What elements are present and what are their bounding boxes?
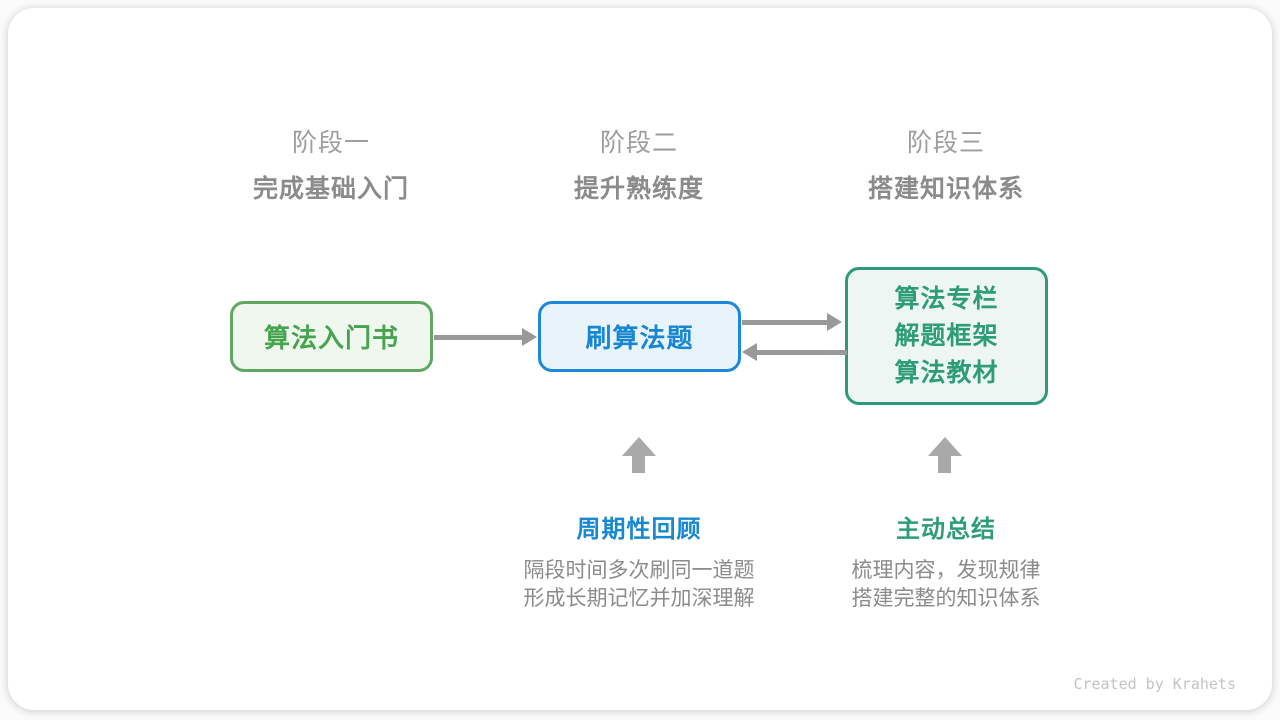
annotation-periodic-review-title: 周期性回顾 — [576, 516, 702, 543]
node-label: 算法教材 — [894, 358, 999, 387]
arrow-head-right-icon — [827, 313, 842, 331]
annotation-periodic-review-desc: 隔段时间多次刷同一道题 形成长期记忆并加深理解 — [479, 557, 799, 613]
stage-header-1: 阶段一 完成基础入门 — [221, 129, 441, 204]
desc-line: 梳理内容，发现规律 — [851, 559, 1041, 582]
credit-text: Created by Krahets — [1073, 675, 1236, 693]
stage-2-label: 阶段二 — [599, 129, 678, 157]
stage-3-label: 阶段三 — [906, 129, 985, 157]
annotation-active-summary-desc: 梳理内容，发现规律 搭建完整的知识体系 — [786, 557, 1106, 613]
up-arrow-stem — [938, 455, 951, 473]
annotation-active-summary-title: 主动总结 — [896, 516, 996, 543]
node-practice-problems: 刷算法题 — [538, 301, 741, 372]
stage-1-title: 完成基础入门 — [252, 175, 409, 203]
stage-header-3: 阶段三 搭建知识体系 — [836, 129, 1056, 204]
arrow-line-stage3-to-stage2 — [757, 350, 847, 355]
arrow-line-stage1-to-stage2 — [434, 335, 524, 340]
node-label: 刷算法题 — [585, 323, 694, 353]
arrow-head-right-icon — [522, 328, 537, 346]
arrow-line-stage2-to-stage3 — [742, 320, 829, 325]
up-arrow-icon — [928, 437, 962, 456]
stage-1-label: 阶段一 — [291, 129, 370, 157]
desc-line: 搭建完整的知识体系 — [851, 587, 1041, 610]
desc-line: 形成长期记忆并加深理解 — [523, 587, 755, 610]
node-knowledge-resources: 算法专栏 解题框架 算法教材 — [845, 267, 1048, 405]
up-arrow-stem — [632, 455, 645, 473]
desc-line: 隔段时间多次刷同一道题 — [523, 559, 755, 582]
stage-header-2: 阶段二 提升熟练度 — [529, 129, 749, 204]
stage-3-title: 搭建知识体系 — [867, 175, 1024, 203]
node-label: 解题框架 — [894, 321, 999, 350]
up-arrow-icon — [622, 437, 656, 456]
stage-2-title: 提升熟练度 — [573, 175, 704, 203]
node-label: 算法专栏 — [894, 284, 999, 313]
arrow-head-left-icon — [742, 343, 757, 361]
node-algorithm-intro-book: 算法入门书 — [230, 301, 433, 372]
node-label: 算法入门书 — [263, 323, 399, 353]
